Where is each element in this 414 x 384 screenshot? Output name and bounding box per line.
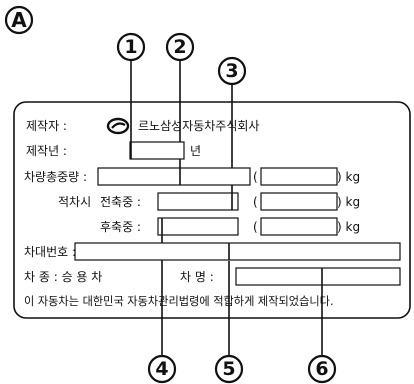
callout-3: 3: [225, 60, 239, 82]
callout-4: 4: [155, 358, 169, 380]
gross-weight-box: [97, 167, 251, 186]
gross-weight-unit: ) kg: [337, 170, 361, 184]
section-marker: A: [11, 8, 27, 32]
front-axle-box: [157, 192, 239, 211]
callout-1: 1: [124, 36, 138, 58]
front-axle-unit: ) kg: [337, 195, 361, 209]
front-axle-paren-box: [260, 192, 338, 211]
front-axle-label: 전축중 :: [100, 195, 141, 209]
front-axle-paren: (: [253, 195, 258, 209]
section-marker-circle: [4, 5, 34, 35]
year-unit: 년: [190, 144, 202, 158]
manufacturer-label: 제작자 :: [26, 119, 67, 133]
year-box: [129, 141, 185, 160]
rear-axle-box: [157, 217, 239, 236]
vin-box: [74, 242, 401, 261]
gross-weight-paren: (: [253, 170, 258, 184]
rear-axle-unit: ) kg: [337, 220, 361, 234]
loaded-label: 적차시: [58, 195, 92, 209]
year-label: 제작년 :: [26, 144, 67, 158]
gross-weight-label: 차량총중량 :: [24, 170, 88, 184]
manufacturer-value: 르노삼성자동차주식회사: [138, 119, 260, 133]
gross-weight-paren-box: [260, 167, 338, 186]
model-name-box: [235, 267, 401, 286]
model-name-label: 차 명 :: [180, 270, 214, 284]
type-label: 차 종 : 승 용 차: [24, 270, 103, 284]
callout-6: 6: [315, 358, 329, 380]
callout-5: 5: [222, 358, 236, 380]
vin-label: 차대번호 :: [24, 245, 77, 259]
plate-outline: [13, 101, 411, 319]
rear-axle-paren: (: [253, 220, 258, 234]
rear-axle-paren-box: [260, 217, 338, 236]
compliance-text: 이 자동차는 대한민국 자동차관리법령에 적합하게 제작되었습니다.: [24, 295, 334, 308]
rear-axle-label: 후축중 :: [100, 220, 141, 234]
renault-samsung-logo: [106, 117, 130, 135]
callout-2: 2: [173, 36, 187, 58]
